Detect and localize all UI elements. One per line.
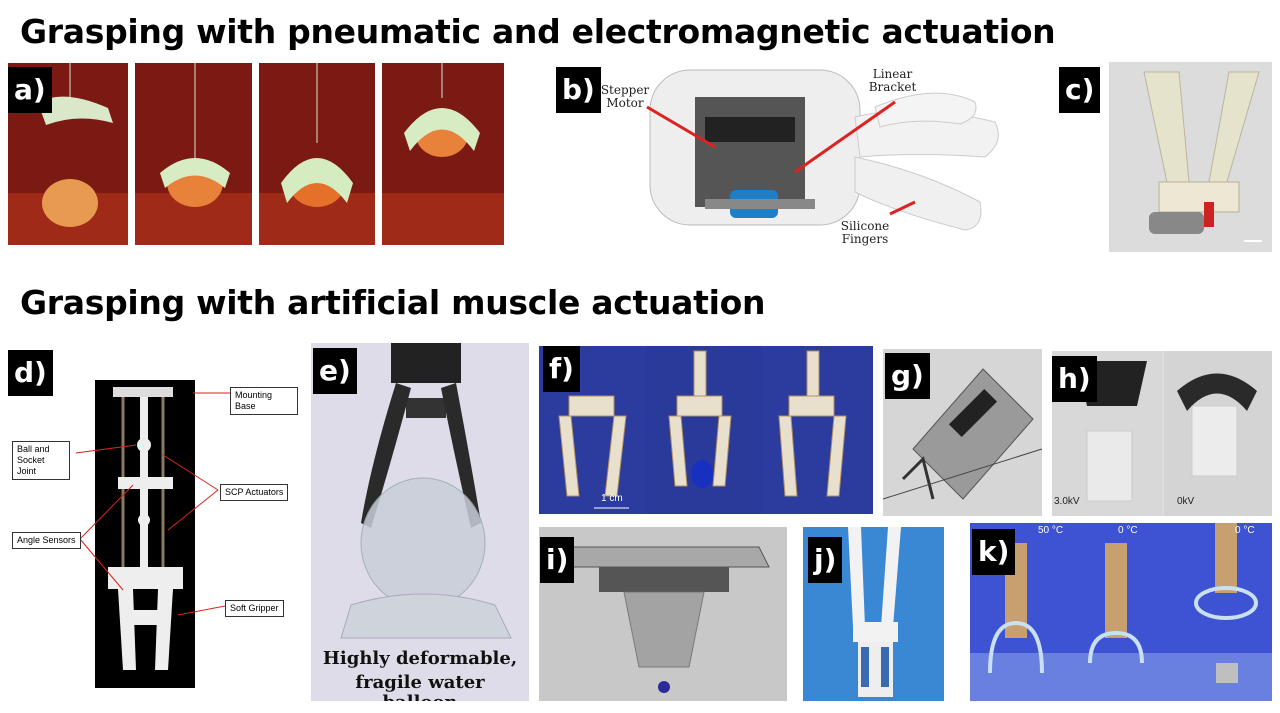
label-stepper-motor: Stepper Motor (600, 83, 650, 110)
heading-pneumatic: Grasping with pneumatic and electromagne… (20, 12, 1056, 51)
label-mounting-base: Mounting Base (230, 387, 298, 415)
label-angle-sensors: Angle Sensors (12, 532, 81, 549)
panel-f-illustration (539, 346, 873, 514)
label-temp-50c: 50 °C (1038, 525, 1064, 536)
panel-i-tag: i) (540, 537, 575, 583)
panel-h-tag: h) (1052, 356, 1097, 402)
panel-d-illustration (75, 380, 230, 688)
label-temp-0c-right: 0 °C (1235, 525, 1255, 536)
label-soft-gripper: Soft Gripper (225, 600, 284, 617)
panel-d-scp-diagram: Mounting Base Ball and Socket Joint SCP … (8, 345, 298, 695)
panel-c-tag: c) (1059, 67, 1101, 113)
label-scp-actuators: SCP Actuators (220, 484, 289, 501)
label-silicone-fingers: Silicone Fingers (840, 219, 890, 246)
label-ball-socket-joint: Ball and Socket Joint (12, 441, 70, 480)
panel-k-thermal-gripper: 50 °C 0 °C 0 °C (970, 523, 1272, 701)
panel-b-tag: b) (556, 67, 601, 113)
label-scale-1cm: 1 cm (601, 493, 623, 504)
panel-i-illustration (539, 527, 787, 701)
caption-water-balloon-2: fragile water balloon (355, 672, 485, 702)
panel-f-tag: f) (543, 346, 580, 392)
panel-b-stepper-gripper: Stepper Motor Linear Bracket Silicone Fi… (555, 62, 1025, 252)
panel-j-tag: j) (808, 537, 843, 583)
heading-artificial-muscle: Grasping with artificial muscle actuatio… (20, 283, 766, 322)
label-voltage-0kv: 0kV (1177, 496, 1195, 507)
label-voltage-3kv: 3.0kV (1054, 496, 1080, 507)
panel-c-illustration (1109, 62, 1272, 252)
caption-water-balloon-1: Highly deformable, (322, 648, 518, 669)
panel-e-illustration (311, 343, 529, 701)
panel-c-transparent-gripper (1109, 62, 1272, 252)
panel-e-water-balloon: Highly deformable, fragile water balloon (311, 343, 529, 701)
panel-i-clamp-gripper (539, 527, 787, 701)
panel-f-cylinder-grasp: 1 cm (539, 346, 873, 514)
label-temp-0c-middle: 0 °C (1118, 525, 1138, 536)
panel-a-egg-grasp-sequence (8, 63, 504, 245)
panel-g-tag: g) (885, 353, 930, 399)
panel-a-tag: a) (8, 67, 52, 113)
panel-k-illustration (970, 523, 1272, 701)
panel-k-tag: k) (972, 529, 1016, 575)
panel-e-tag: e) (313, 348, 357, 394)
panel-b-illustration (646, 69, 999, 231)
panel-a-illustration (8, 63, 504, 245)
panel-d-tag: d) (8, 350, 53, 396)
label-linear-bracket: Linear Bracket (868, 67, 917, 94)
